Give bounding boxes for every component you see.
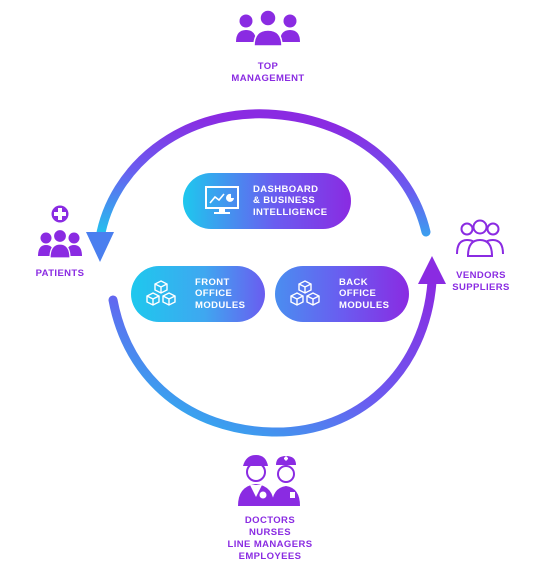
vendors-label-line-2: SUPPLIERS	[452, 282, 510, 293]
back-office-line-3: MODULES	[339, 299, 390, 311]
lower-arc-arrowhead	[418, 256, 446, 284]
top-label-line-1: TOP	[257, 61, 279, 72]
patients-label: PATIENTS	[20, 268, 100, 280]
patients-label-line-1: PATIENTS	[35, 268, 85, 279]
bottom-label-line-2: NURSES	[249, 527, 291, 538]
back-office-cubes-icon	[290, 280, 320, 306]
doctor-nurse-icon	[238, 455, 300, 506]
dashboard-line-2: & BUSINESS	[253, 195, 316, 207]
bottom-label-line-3: LINE MANAGERS	[227, 539, 313, 550]
back-office-module-pill: BACK OFFICE MODULES	[275, 266, 409, 322]
upper-arc-arrowhead	[86, 232, 114, 262]
bottom-label-line-1: DOCTORS	[244, 515, 296, 526]
vendors-label-line-1: VENDORS	[456, 270, 506, 281]
dashboard-line-1: DASHBOARD	[253, 183, 319, 195]
front-office-line-3: MODULES	[195, 299, 246, 311]
dashboard-line-3: INTELLIGENCE	[253, 206, 328, 218]
front-office-cubes-icon	[146, 280, 176, 306]
back-office-line-1: BACK	[339, 276, 369, 288]
vendors-icon	[456, 219, 504, 257]
dashboard-monitor-icon	[205, 186, 239, 214]
people-group-icon	[236, 9, 300, 47]
top-label-line-2: MANAGEMENT	[231, 73, 305, 84]
dashboard-module-pill: DASHBOARD & BUSINESS INTELLIGENCE	[183, 173, 351, 229]
bottom-label-line-4: EMPLOYEES	[238, 551, 302, 562]
front-office-line-1: FRONT	[195, 276, 230, 288]
front-office-line-2: OFFICE	[195, 288, 233, 300]
upper-cycle-arc	[95, 109, 431, 243]
vendors-suppliers-label: VENDORS SUPPLIERS	[440, 270, 522, 294]
lower-cycle-arc	[108, 277, 437, 437]
top-management-label: TOP MANAGEMENT	[218, 61, 318, 85]
front-office-module-pill: FRONT OFFICE MODULES	[131, 266, 265, 322]
back-office-line-2: OFFICE	[339, 288, 377, 300]
patients-icon	[38, 205, 82, 259]
doctors-group-label: DOCTORS NURSES LINE MANAGERS EMPLOYEES	[200, 515, 340, 563]
